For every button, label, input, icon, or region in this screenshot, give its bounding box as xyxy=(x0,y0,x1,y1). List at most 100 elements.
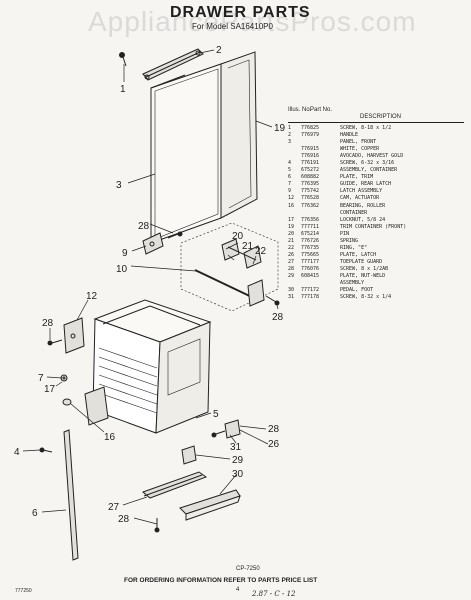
legend-illus-no: 16 xyxy=(288,202,295,209)
callout-17: 17 xyxy=(44,384,56,395)
legend-illus-no: 21 xyxy=(288,237,295,244)
legend-description: LOCKNUT, 5/8 24 xyxy=(340,216,386,223)
legend-description: WHITE, COPPER xyxy=(340,146,380,153)
callout-28-right: 28 xyxy=(272,312,284,323)
legend-description: PLATE, TRIM xyxy=(340,174,374,181)
callout-2: 2 xyxy=(216,45,222,56)
legend-description: ASSEMBLY xyxy=(340,280,365,287)
legend-part-no: 776528 xyxy=(301,195,320,202)
callout-9: 9 xyxy=(122,248,128,259)
legend-illus-no: 31 xyxy=(288,294,295,301)
callout-16: 16 xyxy=(104,432,116,443)
legend-part-no: 777711 xyxy=(301,223,320,230)
callout-5: 5 xyxy=(213,409,219,420)
callout-22: 22 xyxy=(255,246,267,257)
callout-12: 12 xyxy=(86,291,98,302)
legend-part-no: 776076 xyxy=(301,265,320,272)
legend-illus-no: 17 xyxy=(288,216,295,223)
legend-illus-no: 9 xyxy=(288,188,292,195)
legend-illus-no: 29 xyxy=(288,272,295,279)
legend-part-no: 776825 xyxy=(301,125,320,131)
ordering-note: FOR ORDERING INFORMATION REFER TO PARTS … xyxy=(124,577,318,584)
legend-description: SCREW, 8-32 x 1/4 xyxy=(340,294,392,301)
legend-part-no: 776979 xyxy=(301,132,320,139)
legend-row: 6 608882 PLATE, TRIM xyxy=(288,174,464,181)
legend-row: 19 777711 TRIM CONTAINER (FRONT) xyxy=(288,224,464,231)
callout-4: 4 xyxy=(14,447,20,458)
legend-description: CAM, ACTUATOR xyxy=(340,195,380,202)
container-assembly-part xyxy=(84,299,212,434)
legend-description: AVOCADO, HARVEST GOLD xyxy=(340,153,404,160)
legend-description: PANEL, FRONT xyxy=(340,139,377,146)
callout-28-bottom: 28 xyxy=(118,514,130,525)
legend-part-no: 775665 xyxy=(301,251,320,258)
legend-illus-no: 3 xyxy=(288,139,292,146)
legend-illus-no: 12 xyxy=(288,195,295,202)
legend-part-no: 608882 xyxy=(301,174,320,181)
legend-illus-no: 6 xyxy=(288,174,292,181)
legend-description: PEDAL, FOOT xyxy=(340,287,374,294)
diagram-code: CP-7250 xyxy=(236,566,260,572)
callout-20: 20 xyxy=(232,231,244,242)
leader-lines xyxy=(22,49,279,525)
trim-plate-part xyxy=(39,429,79,561)
callout-31: 31 xyxy=(230,442,242,453)
legend-illus-no: 19 xyxy=(288,223,295,230)
callout-28-cam: 28 xyxy=(42,318,54,329)
legend-illus-no: 26 xyxy=(288,251,295,258)
callout-21: 21 xyxy=(242,241,254,252)
legend-part-no: 777177 xyxy=(301,258,320,265)
legend-part-no: 775742 xyxy=(301,188,320,195)
legend-row: CONTAINER xyxy=(288,210,464,217)
callout-10: 10 xyxy=(116,264,128,275)
legend-description: CONTAINER xyxy=(340,209,368,216)
legend-description: TOEPLATE GUARD xyxy=(340,258,383,265)
legend-part-no: 776362 xyxy=(301,202,320,209)
legend-description: LATCH ASSEMBLY xyxy=(340,188,383,195)
legend-illus-no: 7 xyxy=(288,181,292,188)
legend-description: GUIDE, REAR LATCH xyxy=(340,181,392,188)
legend-header-illus: Illus. No. xyxy=(288,107,312,113)
legend-illus-no: 5 xyxy=(288,167,292,174)
legend-illus-no: 20 xyxy=(288,230,295,237)
legend-row: 3 PANEL, FRONT xyxy=(288,139,464,146)
legend-header: Illus. No. Part No. DESCRIPTION xyxy=(288,107,464,121)
document-code: 777250 xyxy=(15,588,32,594)
legend-description: TRIM CONTAINER (FRONT) xyxy=(340,223,407,230)
handwritten-note: 2.87 - C - 12 xyxy=(252,590,296,598)
screw-part-1 xyxy=(119,52,127,67)
callout-29: 29 xyxy=(232,455,244,466)
legend-part-no: 675214 xyxy=(301,230,320,237)
legend-part-no: 776356 xyxy=(301,216,320,223)
legend-description: SCREW, 8 x 1/2AB xyxy=(340,265,389,272)
legend-row: 9 775742 LATCH ASSEMBLY xyxy=(288,188,464,195)
legend-part-no: 776916 xyxy=(301,153,320,160)
legend-illus-no: 1 xyxy=(288,125,292,131)
legend-part-no: 776915 xyxy=(301,146,320,153)
model-subtitle: For Model SA16410P0 xyxy=(192,22,273,31)
callout-3: 3 xyxy=(116,180,122,191)
watermark: AppliancePartsPros.com xyxy=(88,6,417,37)
legend-illus-no: 4 xyxy=(288,160,292,167)
legend-part-no: 776395 xyxy=(301,181,320,188)
legend-description: SCREW, 6-32 x 3/16 xyxy=(340,160,395,167)
legend-description: HANDLE xyxy=(340,132,359,139)
legend-illus-no: 27 xyxy=(288,258,295,265)
handle-part xyxy=(142,48,204,81)
legend-description: ASSEMBLY, CONTAINER xyxy=(340,167,398,174)
callout-30: 30 xyxy=(232,469,244,480)
